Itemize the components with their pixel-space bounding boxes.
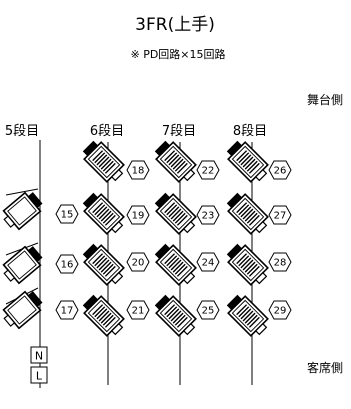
fixture-29 bbox=[223, 291, 273, 341]
circuit-number: 15 bbox=[61, 210, 74, 221]
badge-27: 27 bbox=[268, 205, 292, 225]
fixture-20 bbox=[79, 240, 129, 290]
fixture-17 bbox=[0, 287, 46, 333]
batten-7-fixtures bbox=[151, 137, 201, 341]
stage-side-label: 舞台側 bbox=[307, 92, 343, 107]
diagram-title: 3FR(上手) bbox=[135, 15, 215, 35]
badge-16: 16 bbox=[55, 254, 79, 274]
audience-side-label: 客席側 bbox=[307, 360, 343, 375]
circuit-number: 29 bbox=[274, 306, 287, 317]
diagram-subtitle: ※ PD回路×15回路 bbox=[130, 48, 225, 61]
circuit-number: 20 bbox=[132, 258, 145, 269]
batten-label-7: 7段目 bbox=[162, 124, 196, 139]
circuit-number: 22 bbox=[202, 166, 215, 177]
badge-22: 22 bbox=[196, 160, 220, 180]
svg-text:N: N bbox=[35, 350, 43, 363]
badge-26: 26 bbox=[268, 160, 292, 180]
circuit-number: 16 bbox=[61, 260, 74, 271]
badge-15: 15 bbox=[55, 204, 79, 224]
fixture-22 bbox=[151, 137, 201, 187]
badge-24: 24 bbox=[196, 252, 220, 272]
fixture-19 bbox=[79, 189, 129, 239]
batten-label-5: 5段目 bbox=[5, 124, 39, 139]
fixture-27 bbox=[223, 189, 273, 239]
fixture-28 bbox=[223, 240, 273, 290]
fixture-18 bbox=[79, 137, 129, 187]
circuit-number: 25 bbox=[202, 306, 215, 317]
svg-text:L: L bbox=[36, 370, 43, 383]
badge-20: 20 bbox=[126, 252, 150, 272]
batten-label-6: 6段目 bbox=[90, 124, 124, 139]
circuit-number: 28 bbox=[274, 258, 287, 269]
circuit-number: 18 bbox=[132, 166, 145, 177]
circuit-number: 27 bbox=[274, 211, 287, 222]
badge-29: 29 bbox=[268, 300, 292, 320]
circuit-number: 24 bbox=[202, 258, 215, 269]
circuit-number: 26 bbox=[274, 166, 287, 177]
fixture-23 bbox=[151, 189, 201, 239]
badge-21: 21 bbox=[126, 300, 150, 320]
batten-8-fixtures bbox=[223, 137, 273, 341]
marker-l-box: L bbox=[30, 366, 48, 384]
badge-17: 17 bbox=[55, 300, 79, 320]
badge-28: 28 bbox=[268, 252, 292, 272]
circuit-number: 21 bbox=[132, 306, 145, 317]
fixture-16 bbox=[0, 242, 46, 288]
badge-23: 23 bbox=[196, 205, 220, 225]
batten-6-fixtures bbox=[79, 137, 129, 341]
badge-18: 18 bbox=[126, 160, 150, 180]
batten-5-fixtures bbox=[0, 188, 46, 333]
fixture-21 bbox=[79, 291, 129, 341]
fixture-15 bbox=[0, 188, 46, 234]
circuit-number: 19 bbox=[132, 211, 145, 222]
fixture-24 bbox=[151, 240, 201, 290]
badge-25: 25 bbox=[196, 300, 220, 320]
batten-label-8: 8段目 bbox=[233, 124, 267, 139]
circuit-number: 17 bbox=[61, 306, 74, 317]
circuit-number: 23 bbox=[202, 211, 215, 222]
badge-19: 19 bbox=[126, 205, 150, 225]
marker-n-box: N bbox=[30, 346, 48, 364]
fixture-25 bbox=[151, 291, 201, 341]
fixture-26 bbox=[223, 137, 273, 187]
